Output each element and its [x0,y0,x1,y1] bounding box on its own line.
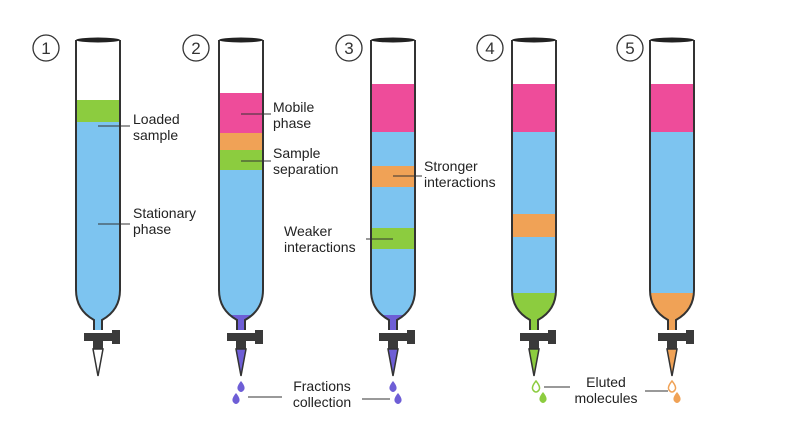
label-mobile-phase-line2: phase [273,115,311,131]
orange-band [512,214,556,237]
label-eluted-molecules-line1: Eluted [586,374,626,390]
label-mobile-phase-line1: Mobile [273,99,314,115]
orange-band [219,133,263,150]
mobile-phase-band [371,84,415,132]
column-2 [218,37,271,377]
column-rim [650,37,694,43]
stationary-phase [219,168,263,330]
step-number-4: 4 [476,34,504,62]
label-stronger-interactions-line1: Stronger [424,158,478,174]
green-drops-4 [531,379,547,403]
svg-text:1: 1 [41,39,50,58]
stopcock[interactable] [227,330,263,349]
mobile-phase-band [219,93,263,133]
step-number-2: 2 [182,34,210,62]
column-rim [76,37,120,43]
label-weaker-interactions-line1: Weaker [284,223,332,239]
outlet-tip [387,348,399,377]
column-rim [371,37,415,43]
eluent-orange [650,293,694,330]
stopcock[interactable] [84,330,120,349]
column-5 [649,37,695,377]
step-number-5: 5 [616,34,644,62]
drop [389,381,397,392]
column-rim [219,37,263,43]
column-1 [75,37,130,377]
svg-text:3: 3 [344,39,353,58]
column-4 [511,37,557,377]
drop [667,379,677,393]
column-rim [512,37,556,43]
drop [531,379,541,393]
eluent-green [512,293,556,330]
column-outline [218,40,264,330]
label-eluted-molecules-line2: molecules [574,390,637,406]
outlet-tip [92,348,104,377]
drop [237,381,245,392]
svg-text:2: 2 [191,39,200,58]
label-weaker-interactions-line2: interactions [284,239,356,255]
outlet-tip [528,348,540,377]
purple-drops-2 [232,381,245,404]
outlet-tip [666,348,678,377]
label-fractions-collection-line2: collection [293,394,351,410]
purple-drops-3 [389,381,402,404]
stationary-phase [76,120,120,330]
label-stationary-phase-line1: Stationary [133,205,196,221]
column-outline [370,40,416,330]
eluent-purple [219,315,263,330]
column-3 [366,37,422,377]
eluent-purple [371,315,415,330]
step-number-1: 1 [32,34,60,62]
mobile-phase-band [512,84,556,132]
drop [232,393,240,404]
column-outline [511,40,557,330]
label-stronger-interactions-line2: interactions [424,174,496,190]
label-stationary-phase-line2: phase [133,221,171,237]
label-fractions-collection-line1: Fractions [293,378,351,394]
green-band [219,150,263,170]
mobile-phase-band [650,84,694,132]
stopcock[interactable] [379,330,415,349]
column-outline [649,40,695,330]
label-loaded-sample-line1: Loaded [133,111,180,127]
step-number-3: 3 [335,34,363,62]
stopcock[interactable] [520,330,556,349]
outlet-tip [235,348,247,377]
drop [539,392,547,403]
drop [673,392,681,403]
svg-text:4: 4 [485,39,494,58]
drop [394,393,402,404]
stopcock[interactable] [658,330,694,349]
stationary-phase [512,130,556,295]
loaded-sample-band [76,100,120,122]
column-outline [75,40,121,330]
label-sample-separation-line1: Sample [273,145,321,161]
svg-text:5: 5 [625,39,634,58]
label-loaded-sample-line2: sample [133,127,178,143]
orange-drops-5 [667,379,681,403]
stationary-phase [650,130,694,295]
label-sample-separation-line2: separation [273,161,338,177]
